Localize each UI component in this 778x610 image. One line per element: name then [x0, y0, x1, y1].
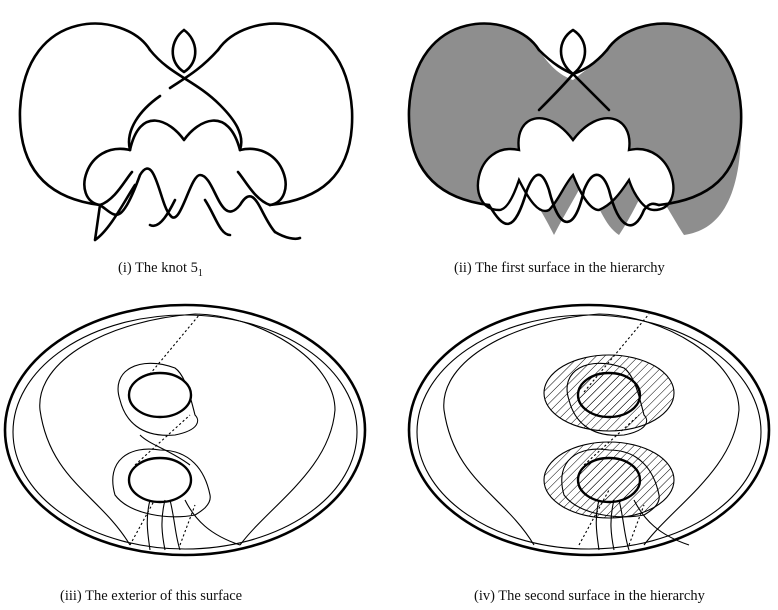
panel-first-surface: (ii) The first surface in the hierarchy — [389, 0, 778, 300]
panel-knot: (i) The knot 51 — [0, 0, 389, 300]
caption-first-surface: (ii) The first surface in the hierarchy — [454, 260, 665, 277]
caption-second-surface: (iv) The second surface in the hierarchy — [474, 588, 705, 605]
outer-ellipse — [409, 305, 769, 555]
outer-ellipse — [5, 305, 365, 555]
knot-diagram — [0, 0, 389, 300]
second-disc-bottom — [578, 458, 640, 502]
caption-subscript: 1 — [198, 268, 203, 279]
knot-inner-top — [130, 121, 240, 150]
second-disc-top — [578, 373, 640, 417]
knot-small-loop — [173, 30, 196, 72]
exterior-disc-top — [129, 373, 191, 417]
knot-strand-top-crossing — [150, 50, 241, 150]
knot-bottom-twists-2 — [95, 185, 300, 240]
exterior-strands — [147, 500, 240, 550]
caption-exterior: (iii) The exterior of this surface — [60, 588, 242, 605]
surface-diagram — [389, 0, 778, 300]
panel-second-surface: (iv) The second surface in the hierarchy — [389, 300, 778, 610]
surface-shaded-region — [409, 24, 741, 235]
surface-top-loop — [561, 30, 585, 74]
caption-knot: (i) The knot 51 — [118, 260, 203, 279]
exterior-diagram — [0, 300, 389, 610]
second-surface-diagram — [389, 300, 778, 610]
panel-exterior: (iii) The exterior of this surface — [0, 300, 389, 610]
exterior-curve-right — [195, 314, 335, 545]
exterior-disc-bottom — [129, 458, 191, 502]
